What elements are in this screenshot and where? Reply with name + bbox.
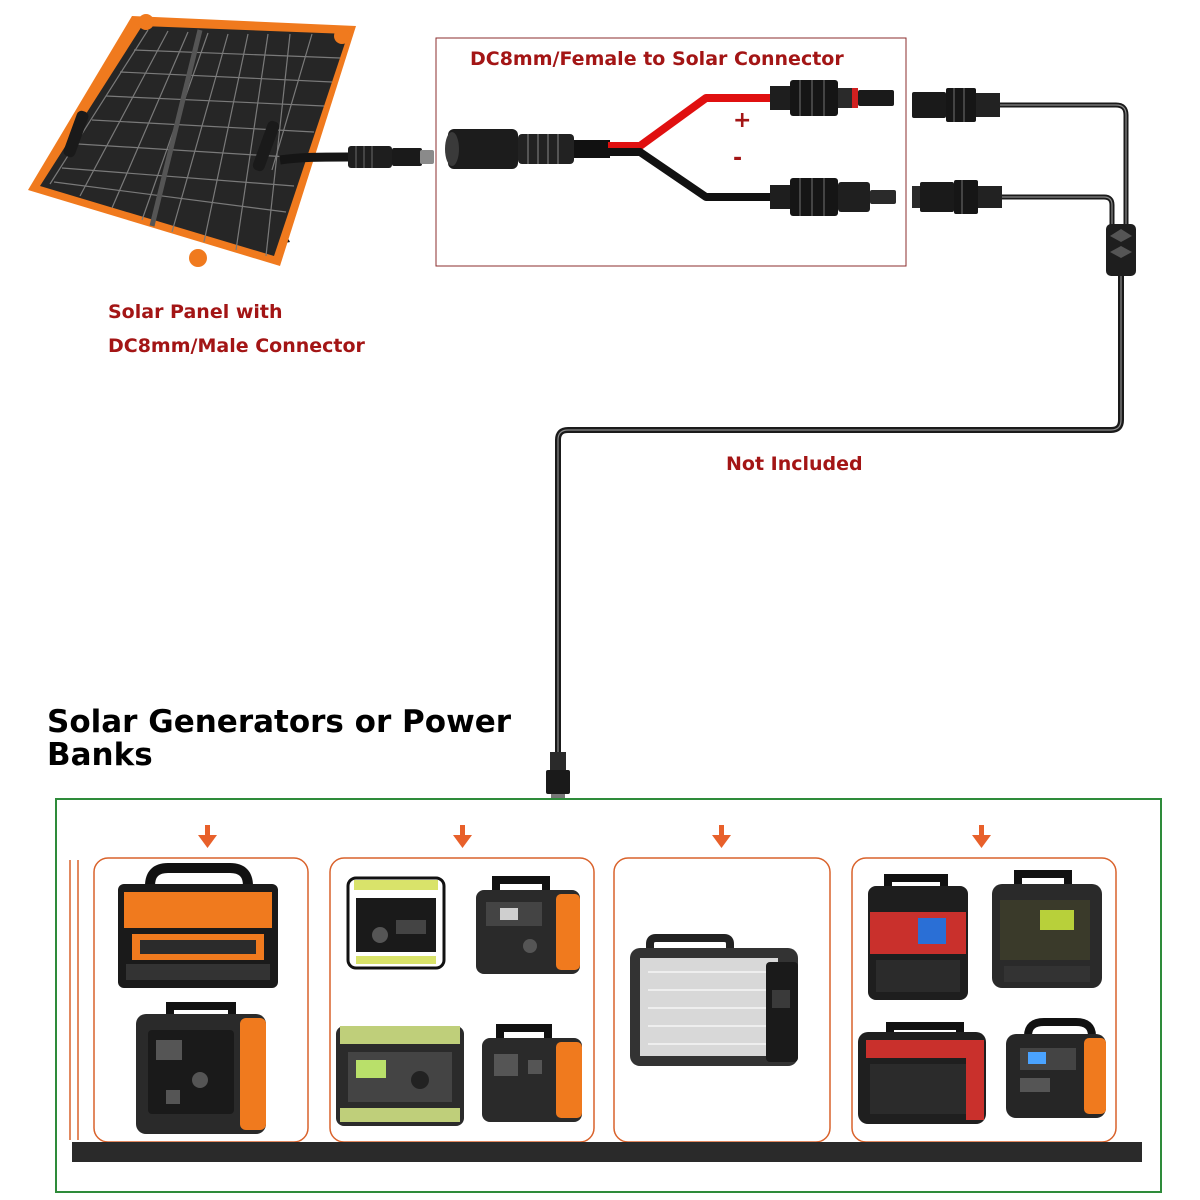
mc4-connector-icon [912,180,1002,214]
power-station-icon [630,938,798,1066]
negative-sign: - [733,146,742,171]
mc4-connector-icon [912,88,1000,122]
power-station-icon [336,1026,464,1126]
not-included-note: Not Included [726,453,863,475]
extension-cable [558,276,1121,752]
power-station-icon [1006,1022,1106,1118]
panel-label: Solar Panel with DC8mm/Male Connector [108,295,365,363]
power-station-icon [858,1026,986,1124]
positive-sign: + [733,108,751,133]
power-station-icon [476,880,580,974]
devices-heading: Solar Generators or Power Banks [47,706,517,772]
panel-label-line2: DC8mm/Male Connector [108,329,365,363]
power-station-icon [118,868,278,988]
ground-bar [72,1142,1142,1162]
panel-label-line1: Solar Panel with [108,295,365,329]
power-station-icon [136,1006,266,1134]
power-station-icon [482,1028,582,1122]
dc8mm-male-plug-icon [546,752,570,798]
y-splitter [1106,224,1136,276]
adapter-title: DC8mm/Female to Solar Connector [470,48,844,70]
power-station-icon [992,874,1102,988]
power-station-icon [348,878,444,968]
power-station-icon [868,878,968,1000]
solar-panel-icon [28,14,356,267]
